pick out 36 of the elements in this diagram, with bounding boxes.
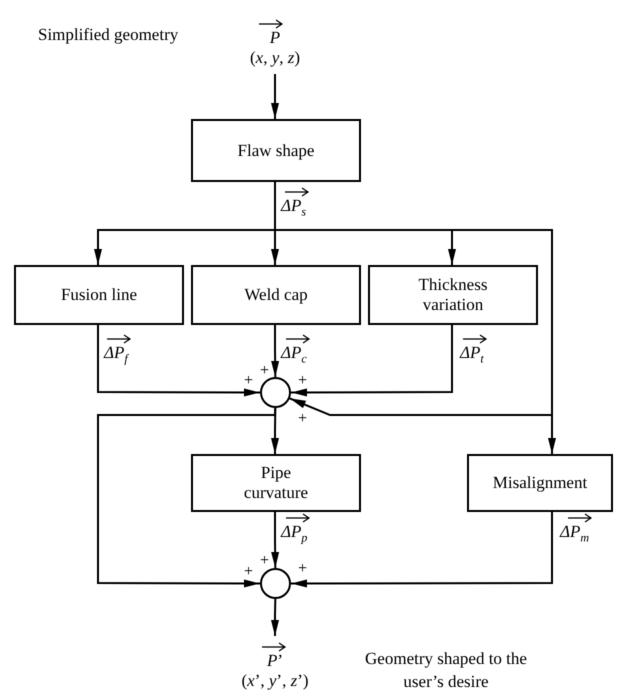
arrow [271,74,279,119]
vector-symbol: P’ [266,642,284,670]
process-box: Flaw shape [191,119,361,182]
process-box: Weld cap [191,265,361,325]
arrow [291,512,553,588]
plus-sign: + [244,563,254,581]
arrow [97,408,276,588]
process-box: Misalignment [467,454,613,512]
arrow [291,325,453,396]
arrow [271,512,280,568]
plus-sign: + [244,372,254,390]
arrow [271,408,279,454]
coordinate-text: (x’, y’, z’) [241,670,309,690]
plus-sign: + [298,560,308,578]
edge-label: ΔP$_{f}$ [104,334,128,366]
edge-label: ΔP$_{t}$ [460,334,484,366]
edge-label: ΔP$_{p}$ [281,513,308,546]
vector-symbol: P [270,18,280,48]
plus-sign: + [298,372,308,390]
plus-sign: + [260,552,270,570]
process-box: Fusion line [14,265,184,325]
process-box: Pipe curvature [191,454,361,512]
arrow [271,325,280,378]
edge-label: ΔP$_{m}$ [560,513,590,546]
plus-sign: + [298,410,308,428]
note-text: Simplified geometry [38,25,178,45]
arrow [97,325,260,396]
plus-sign: + [260,362,270,380]
note-text: Geometry shaped to the user’s desire [364,648,528,693]
edge-label: ΔP$_{c}$ [281,334,307,366]
arrow [271,598,279,636]
coordinate-text: (x, y, z) [250,48,300,68]
summing-junction [260,568,291,599]
vector-label: ΔP$_{s}$ [281,187,306,220]
summing-junction [260,377,291,408]
process-box: Thickness variation [368,265,538,325]
